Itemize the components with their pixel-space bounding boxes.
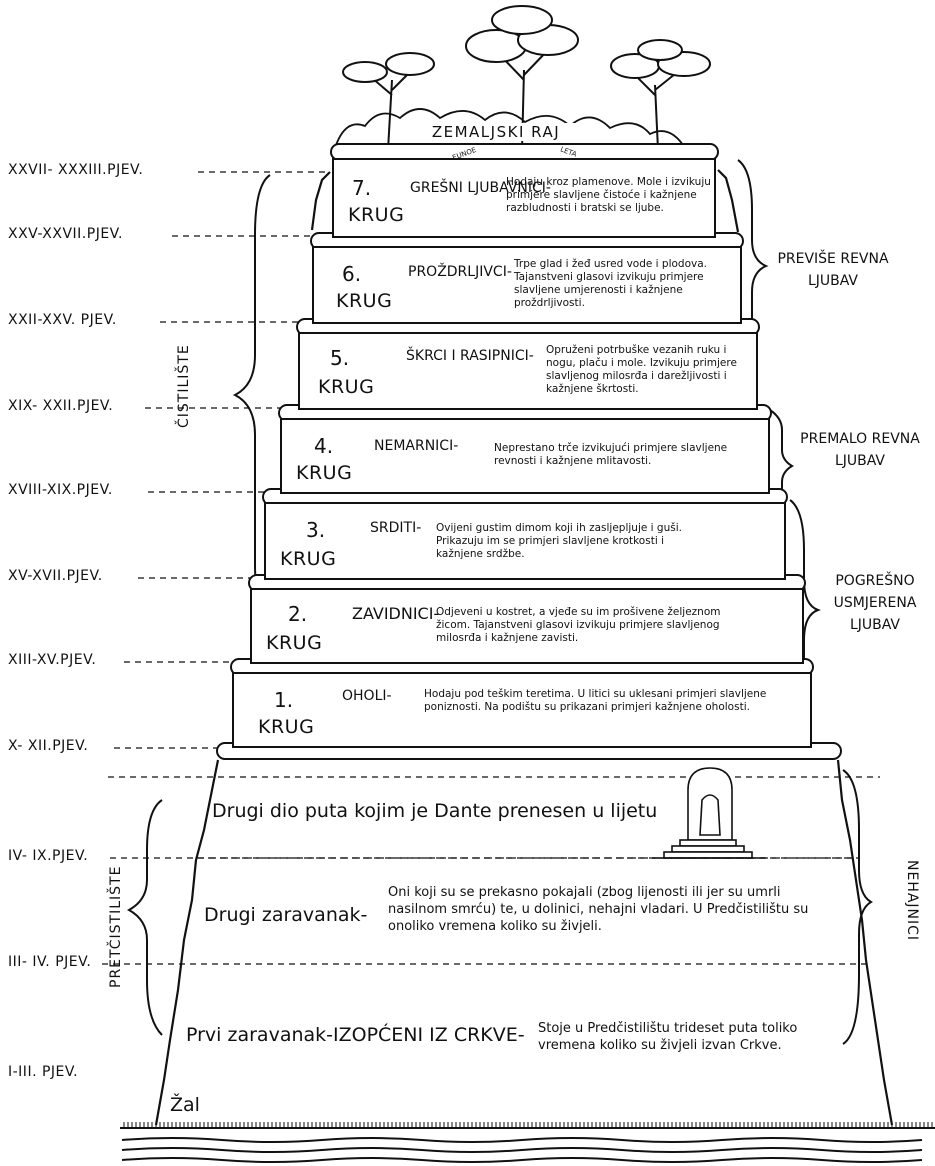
terrace-description: Opruženi potrbuške vezanih ruku i nogu, … <box>546 344 737 395</box>
canto-label: XXVII- XXXIII.PJEV. <box>8 162 144 178</box>
terrace-number: 5. <box>330 346 350 370</box>
dante-carried-text: Drugi dio puta kojim je Dante prenesen u… <box>212 800 658 822</box>
angel-gate-icon <box>652 767 766 859</box>
negligent-label: NEHAJNICI <box>904 860 920 942</box>
terrace-description: Trpe glad i žeđ usred vode i plodova. Ta… <box>514 258 708 309</box>
terrace-number: 6. <box>342 262 362 286</box>
terrace-3: 3. KRUG SRDITI- Ovijeni gustim dimom koj… <box>264 502 786 580</box>
terrace-krug: KRUG <box>266 632 323 654</box>
love-too-little-label: PREMALO REVNA LJUBAV <box>800 431 920 469</box>
terrace-krug: KRUG <box>318 376 375 398</box>
terrace-4: 4. KRUG NEMARNICI- Neprestano trče izvik… <box>280 418 770 494</box>
second-terrace-title: Drugi zaravanak- <box>204 904 368 926</box>
terrace-description: Hodaju kroz plamenove. Mole i izvikuju p… <box>506 176 711 214</box>
terrace-name: SRDITI- <box>370 520 422 536</box>
canto-label: III- IV. PJEV. <box>8 954 92 970</box>
terrace-description: Odjeveni u kostret, a vjeđe su im prošiv… <box>436 606 721 644</box>
terrace-name: GREŠNI LJUBAVNICI- <box>410 180 551 196</box>
terrace-number: 3. <box>306 518 326 542</box>
canto-label: XIX- XXII.PJEV. <box>8 398 114 414</box>
misdirected-love-label: POGREŠNO USMJERENA LJUBAV <box>833 573 917 633</box>
purgatory-label: ČISTILIŠTE <box>176 344 192 428</box>
tree-icons <box>342 5 711 151</box>
bush-outline <box>334 108 686 149</box>
terrace-krug: KRUG <box>280 548 337 570</box>
second-terrace-description: Oni koji su se prekasno pokajali (zbog l… <box>388 885 809 934</box>
terrace-krug: KRUG <box>296 462 353 484</box>
terrace-name: PROŽDRLJIVCI- <box>408 264 512 280</box>
terrace-number: 4. <box>314 434 334 458</box>
canto-label: X- XII.PJEV. <box>8 738 89 754</box>
terrace-1: 1. KRUG OHOLI- Hodaju pod teškim teretim… <box>232 672 812 748</box>
canto-label: IV- IX.PJEV. <box>8 848 89 864</box>
terrace-5: 5. KRUG ŠKRCI I RASIPNICI- Opruženi potr… <box>298 332 758 410</box>
canto-label: XVIII-XIX.PJEV. <box>8 482 113 498</box>
canto-label: XXII-XXV. PJEV. <box>8 312 117 328</box>
terrace-6: 6. KRUG PROŽDRLJIVCI- Trpe glad i žeđ us… <box>312 246 742 324</box>
terrace-krug: KRUG <box>348 204 405 226</box>
terrace-number: 1. <box>274 688 294 712</box>
terrace-description: Hodaju pod teškim teretima. U litici su … <box>424 688 767 713</box>
canto-label: I-III. PJEV. <box>8 1064 79 1080</box>
terrace-name: OHOLI- <box>342 688 392 704</box>
sea-waves <box>121 1137 923 1163</box>
terrace-name: ŠKRCI I RASIPNICI- <box>406 348 534 364</box>
terrace-2: 2. KRUG ZAVIDNICI- Odjeveni u kostret, a… <box>250 588 804 664</box>
earthly-paradise-label: ZEMALJSKI RAJ <box>396 123 596 141</box>
terrace-number: 7. <box>352 176 372 200</box>
terrace-krug: KRUG <box>258 716 315 738</box>
terrace-description: Ovijeni gustim dimom koji ih zasljepljuj… <box>436 522 682 560</box>
antepurgatory-label: PRETČISTILIŠTE <box>108 865 124 988</box>
shore-label: Žal <box>170 1094 200 1116</box>
canto-label: XV-XVII.PJEV. <box>8 568 103 584</box>
terrace-7: 7. KRUG GREŠNI LJUBAVNICI- Hodaju kroz p… <box>332 158 716 238</box>
terrace-description: Neprestano trče izvikujući primjere slav… <box>494 442 728 467</box>
terrace-name: ZAVIDNICI- <box>352 604 440 623</box>
mountain-slopes <box>154 169 894 1126</box>
first-terrace-description: Stoje u Predčistilištu trideset puta tol… <box>538 1021 798 1053</box>
first-terrace-title: Prvi zaravanak-IZOPĆENI IZ CRKVE- <box>186 1024 525 1046</box>
terrace-number: 2. <box>288 602 308 626</box>
canto-label: XXV-XXVII.PJEV. <box>8 226 123 242</box>
terrace-krug: KRUG <box>336 290 393 312</box>
canto-label: XIII-XV.PJEV. <box>8 652 97 668</box>
love-too-much-label: PREVIŠE REVNA LJUBAV <box>777 251 889 289</box>
terrace-name: NEMARNICI- <box>374 438 459 454</box>
